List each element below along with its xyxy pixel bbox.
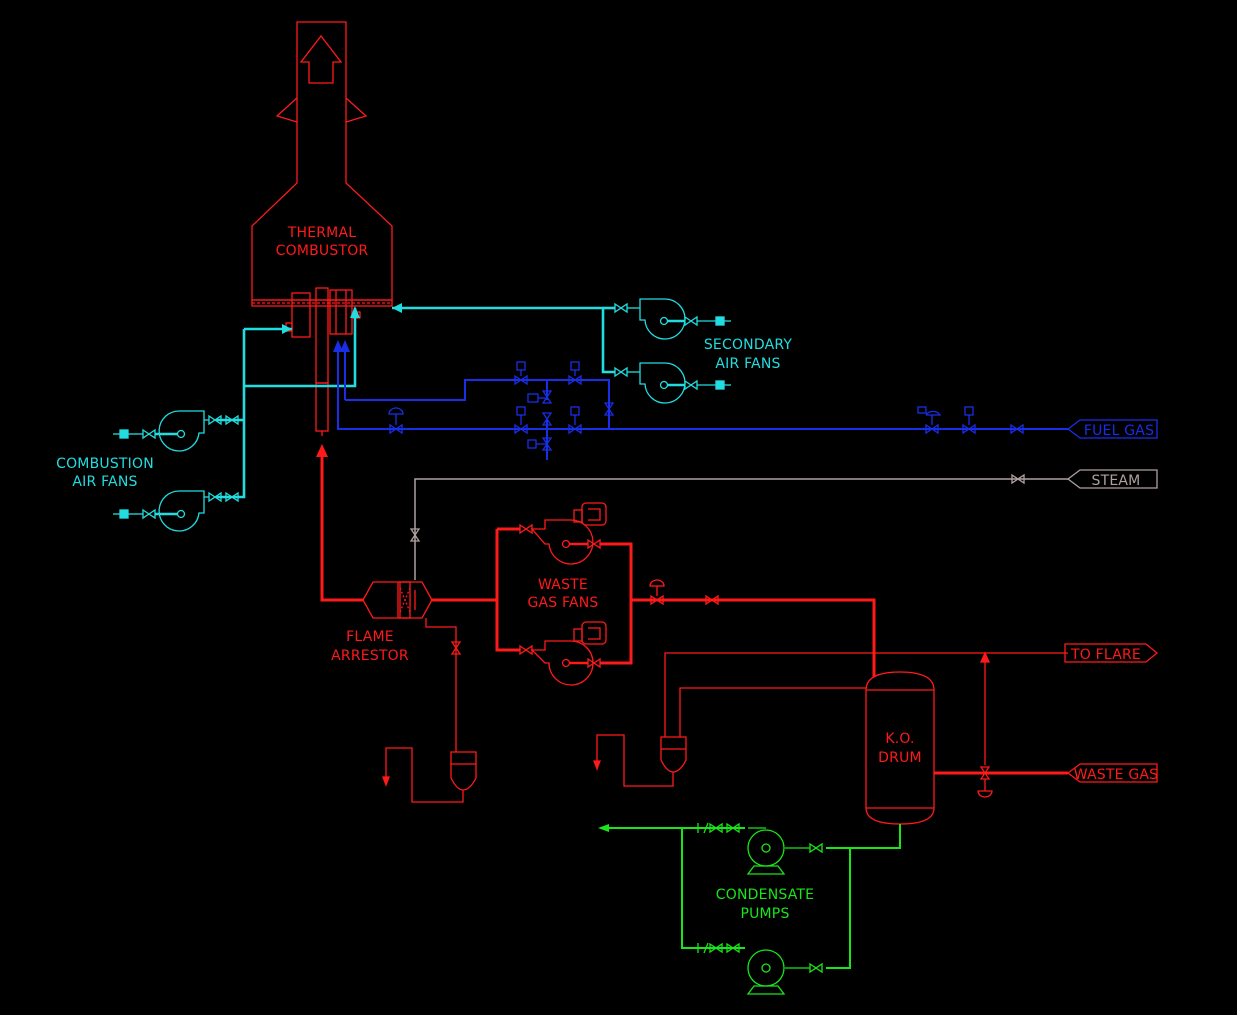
- waste-gas-arrow: [316, 444, 328, 457]
- svg-text:PUMPS: PUMPS: [740, 906, 789, 922]
- svg-text:AIR FANS: AIR FANS: [72, 474, 137, 490]
- air-lines: [216, 306, 615, 499]
- fuel-gas-valves[interactable]: [388, 361, 1024, 451]
- waste-gas-control-valves[interactable]: [649, 579, 719, 605]
- to-flare-connector[interactable]: TO FLARE: [1064, 643, 1159, 663]
- svg-text:TO FLARE: TO FLARE: [1070, 647, 1141, 663]
- svg-text:THERMAL: THERMAL: [287, 225, 357, 241]
- waste-gas-fans-label: WASTE GAS FANS: [527, 577, 598, 611]
- svg-text:K.O.: K.O.: [885, 731, 914, 747]
- flame-arrestor-label: FLAME ARRESTOR: [331, 629, 409, 664]
- waste-gas-fan-lower[interactable]: [519, 621, 607, 686]
- thermal-combustor: [251, 21, 393, 436]
- thermal-combustor-label: THERMAL COMBUSTOR: [276, 225, 369, 259]
- secondary-air-fans-label: SECONDARY AIR FANS: [704, 337, 793, 372]
- svg-text:CONDENSATE: CONDENSATE: [716, 887, 814, 903]
- flame-arrestor[interactable]: [362, 581, 461, 752]
- fuel-gas-arrows: [333, 340, 350, 352]
- condensate-arrow: [598, 824, 609, 832]
- secondary-air-fan-2[interactable]: [614, 362, 731, 404]
- stack-arrow-icon: [299, 34, 343, 84]
- condensate-pump-2[interactable]: [697, 942, 823, 995]
- condensate-pump-1[interactable]: [697, 822, 823, 875]
- svg-text:WASTE GAS: WASTE GAS: [1074, 767, 1159, 783]
- combustion-air-fans-label: COMBUSTION AIR FANS: [56, 456, 154, 490]
- svg-text:SECONDARY: SECONDARY: [704, 337, 793, 353]
- svg-text:COMBUSTION: COMBUSTION: [56, 456, 154, 472]
- waste-gas-connector[interactable]: WASTE GAS: [1066, 763, 1159, 783]
- fuel-gas-connector[interactable]: FUEL GAS: [1066, 419, 1158, 439]
- svg-text:ARRESTOR: ARRESTOR: [331, 648, 409, 664]
- to-flare-line: [664, 651, 1068, 798]
- combustion-air-fan-1[interactable]: [113, 410, 239, 452]
- svg-text:FUEL GAS: FUEL GAS: [1084, 423, 1154, 439]
- ko-drum[interactable]: [865, 671, 935, 825]
- svg-text:FLAME: FLAME: [346, 629, 394, 645]
- svg-text:DRUM: DRUM: [878, 750, 922, 766]
- combustion-air-fan-2[interactable]: [113, 490, 239, 532]
- air-arrows: [282, 303, 402, 334]
- secondary-air-fan-1[interactable]: [614, 298, 731, 340]
- fuel-gas-lines: [337, 345, 1068, 460]
- svg-text:WASTE: WASTE: [538, 577, 588, 593]
- waste-gas-fan-upper[interactable]: [519, 502, 607, 565]
- seal-pot-left[interactable]: [382, 747, 477, 803]
- condensate-pumps-label: CONDENSATE PUMPS: [716, 887, 814, 922]
- svg-text:STEAM: STEAM: [1092, 473, 1141, 489]
- svg-text:GAS FANS: GAS FANS: [527, 595, 598, 611]
- svg-text:COMBUSTOR: COMBUSTOR: [276, 243, 369, 259]
- steam-connector[interactable]: STEAM: [1066, 469, 1158, 489]
- seal-pot-right[interactable]: [593, 687, 866, 787]
- ko-drum-label: K.O. DRUM: [878, 731, 922, 766]
- waste-gas-main: [320, 448, 1068, 775]
- svg-text:AIR FANS: AIR FANS: [715, 356, 780, 372]
- steam-line: [410, 474, 1068, 580]
